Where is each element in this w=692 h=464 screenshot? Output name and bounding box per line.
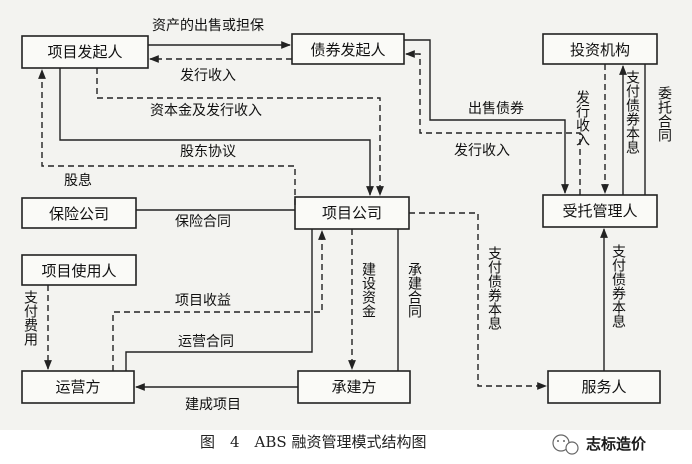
node-project-sponsor: 项目发起人	[21, 35, 149, 69]
figure-caption: 图 4 ABS 融资管理模式结构图	[200, 433, 426, 451]
node-label: 项目公司	[322, 204, 382, 222]
label-interest: 股息	[64, 172, 92, 189]
label-project-revenue: 项目收益	[175, 293, 231, 309]
label-issuance-income-1: 发行收入	[180, 68, 236, 84]
node-label: 债券发起人	[310, 41, 385, 59]
edge-dividends	[38, 69, 296, 205]
edge-shareholder-agreement	[59, 68, 374, 196]
label-issuance-income-v: 发行收入	[574, 90, 590, 146]
node-trustee: 受托管理人	[542, 194, 658, 228]
label-pay-principal-interest-2: 支付债券本息	[486, 246, 502, 330]
label-capital-and-income: 资本金及发行收入	[150, 103, 262, 119]
label-construction-contract: 承建合同	[406, 262, 422, 319]
label-pay-principal-interest-1: 支付债券本息	[624, 70, 640, 154]
edge-issuance-income-to-issuer	[405, 50, 581, 195]
node-bond-issuer: 债券发起人	[291, 33, 405, 65]
label-asset-sale: 资产的出售或担保	[152, 18, 264, 34]
node-label: 服务人	[581, 378, 626, 396]
watermark-text: 志标造价	[586, 435, 647, 453]
node-label: 投资机构	[570, 41, 630, 59]
node-label: 承建方	[331, 378, 376, 396]
label-shareholder-agreement: 股东协议	[180, 144, 236, 160]
label-pay-fee: 支付费用	[22, 290, 38, 347]
node-project-company: 项目公司	[294, 196, 410, 230]
node-label: 运营方	[55, 378, 100, 396]
node-label: 项目发起人	[47, 43, 122, 61]
label-insurance-contract: 保险合同	[175, 214, 231, 230]
node-project-user: 项目使用人	[21, 254, 137, 286]
node-servicer: 服务人	[547, 370, 661, 404]
edge-bond-sale	[404, 39, 569, 194]
edge-capital-and-income	[96, 68, 384, 196]
node-investor: 投资机构	[542, 33, 658, 65]
label-issuance-income-2: 发行收入	[454, 143, 510, 159]
label-entrust-contract: 委托合同	[656, 86, 672, 143]
label-pay-principal-interest-3: 支付债券本息	[610, 244, 626, 328]
node-insurance-company: 保险公司	[21, 197, 137, 229]
node-label: 项目使用人	[41, 262, 116, 280]
edge-project-revenue	[112, 230, 326, 371]
wechat-icon	[552, 434, 579, 455]
edge-pay-servicer	[409, 212, 547, 390]
node-contractor: 承建方	[297, 370, 411, 404]
node-label: 保险公司	[49, 205, 109, 223]
label-operation-contract: 运营合同	[178, 334, 234, 350]
label-bond-sale: 出售债券	[468, 101, 524, 117]
watermark-logo: 志标造价	[552, 434, 647, 455]
label-completed-project: 建成项目	[185, 397, 241, 413]
node-label: 受托管理人	[562, 202, 637, 220]
node-operator: 运营方	[21, 370, 135, 404]
label-construction-funds: 建设资金	[360, 262, 376, 318]
edge-operation-contract	[125, 229, 313, 371]
